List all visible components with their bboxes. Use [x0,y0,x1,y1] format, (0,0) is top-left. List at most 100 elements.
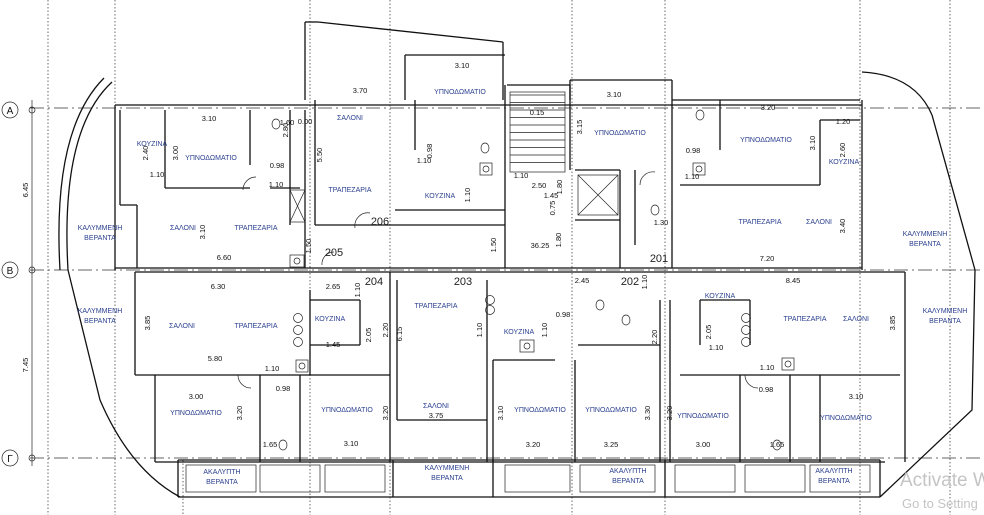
dimension-label: 7.20 [760,254,775,263]
room-label: ΥΠΝΟΔΩΜΑΤΙΟ [321,407,373,414]
door-swing [744,374,759,389]
dimension-label: 5.80 [208,354,223,363]
axis-node [28,106,36,114]
planter-box [674,464,736,493]
sink-icon [295,359,309,373]
veranda-label-line2: ΒΕΡΑΝΤΑ [612,478,644,485]
dimension-label: 3.10 [344,439,359,448]
veranda-label-line2: ΒΕΡΑΝΤΑ [431,475,463,482]
room-label: ΣΑΛΟΝΙ [806,219,832,226]
dimension-label: 1.10 [514,171,529,180]
room-label: ΤΡΑΠΕΖΑΡΙΑ [234,323,277,330]
dimension-label: 0.00 [298,117,313,126]
dimension-label: 5.50 [315,148,324,163]
room-label: ΣΑΛΟΝΙ [337,115,363,122]
stool-icon [293,313,303,323]
unit-number: 203 [454,276,472,288]
door-swing [237,374,252,389]
dimension-label: 3.10 [455,61,470,70]
room-label: ΥΠΝΟΔΩΜΑΤΙΟ [434,89,486,96]
dimension-label: 1.10 [463,188,472,203]
dimension-label: 0.98 [425,144,434,159]
planter-box [579,464,656,493]
stool-icon [485,305,495,315]
toilet-icon [621,314,631,326]
dimension-label: 1.10 [760,363,775,372]
toilet-icon [271,118,281,130]
dimension-label: 6.30 [211,282,226,291]
shaft-cross [289,189,306,223]
dimension-label: 2.20 [381,323,390,338]
dimension-label: 3.20 [665,406,674,421]
dimension-label: 1.60 [280,118,295,127]
toilet-icon [695,109,705,121]
dimension-label: 3.20 [235,406,244,421]
dimension-label: 3.75 [429,411,444,420]
sink-drain-icon [784,360,792,368]
veranda-label-line1: ΚΑΛΥΜΜΕΝΗ [923,308,968,315]
sink-icon [479,162,493,176]
dimension-label: 0.98 [556,310,571,319]
wall [317,21,504,43]
dimension-label: 3.40 [838,219,847,234]
dimension-label: 6.60 [217,253,232,262]
planter-box [504,464,571,493]
dimension-label: 3.10 [198,225,207,240]
door-swing [321,251,335,266]
dimension-label: 3.85 [888,316,897,331]
axis-label: Α [7,106,14,117]
stool-icon [485,295,495,305]
veranda-outline [58,77,105,271]
activation-watermark-subtitle: Go to Setting [902,496,978,511]
room-label: ΤΡΑΠΕΖΑΡΙΑ [738,219,781,226]
veranda-label-line2: ΒΕΡΑΝΤΑ [818,478,850,485]
axis-node [28,266,36,274]
dimension-label: 6.15 [395,327,404,342]
axis-bubble [1,101,19,119]
dimension-label: 0.75 [548,201,557,216]
dimension-label: 3.20 [526,440,541,449]
walls [58,21,976,498]
sink-drain-icon [293,257,301,265]
shaft [289,189,306,223]
unit-number: 204 [365,276,383,288]
door-swing [354,212,371,229]
unit-number: 206 [371,216,389,228]
axis-node [28,454,36,462]
dimension-label: 8.45 [786,276,801,285]
grid-lines [30,0,984,515]
dimension-label: 2.60 [838,143,847,158]
dimension-label: 3.25 [604,440,619,449]
room-label: ΣΑΛΟΝΙ [170,225,196,232]
veranda-label-line1: ΑΚΑΛΥΠΤΗ [203,469,240,476]
axis-label: Γ [7,454,13,465]
room-label: ΤΡΑΠΕΖΑΡΙΑ [414,303,457,310]
dimension-label: 1.10 [269,180,284,189]
dimension-label: 1.50 [489,238,498,253]
dimension-label: 2.65 [326,282,341,291]
room-label: ΣΑΛΟΝΙ [169,323,195,330]
room-label: ΥΠΝΟΔΩΜΑΤΙΟ [820,415,872,422]
dimension-label: 1.10 [640,275,649,290]
room-label: ΚΟΥΖΙΝΑ [829,159,860,166]
dimension-label: 2.45 [575,276,590,285]
stool-icon [741,325,751,335]
unit-number: 205 [325,247,343,259]
unit-number: 202 [621,276,639,288]
sink-icon [781,357,795,371]
dimension-label: 0.98 [276,384,291,393]
planter-box [185,464,257,493]
dimension-label: 3.85 [143,316,152,331]
room-label: ΥΠΝΟΔΩΜΑΤΙΟ [740,137,792,144]
room-label: ΥΠΝΟΔΩΜΑΤΙΟ [677,413,729,420]
axis-dimension: 6.45 [21,183,30,198]
veranda-label-line2: ΒΕΡΑΝΤΑ [206,479,238,486]
planter-box [744,464,806,493]
dimension-label: 2.40 [141,146,150,161]
veranda-label-line2: ΒΕΡΑΝΤΑ [909,241,941,248]
dimension-label: 3.20 [761,103,776,112]
dimension-label: 0.98 [270,161,285,170]
